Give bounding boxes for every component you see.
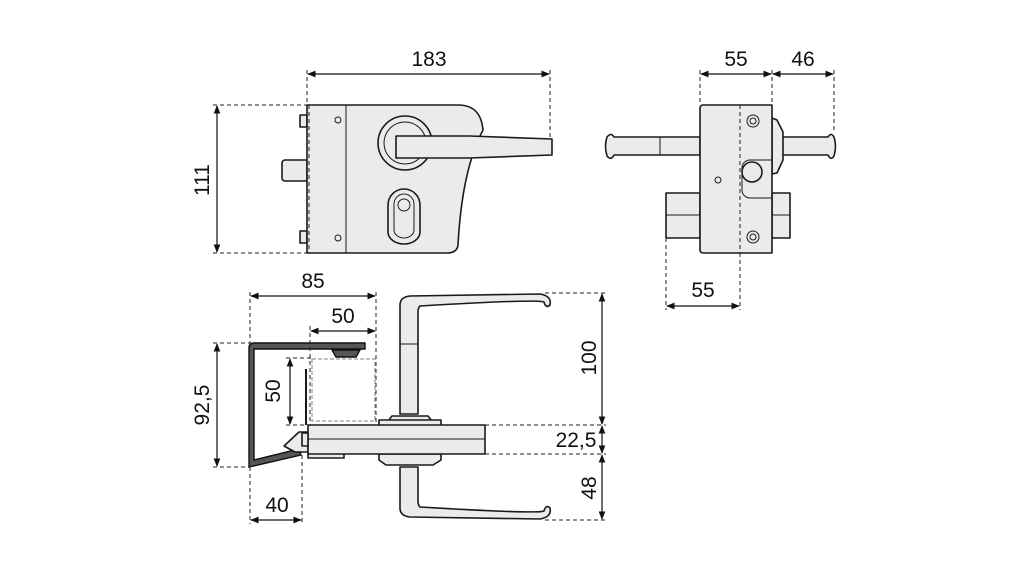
screw-icon [334, 116, 342, 124]
keyhole-icon [397, 198, 411, 212]
label-projection-46: 46 [791, 48, 814, 71]
screw-icon [334, 234, 342, 242]
label-handle-height-48: 48 [578, 476, 601, 499]
label-bracket-depth-92-5: 92,5 [191, 385, 214, 426]
bumper [330, 349, 362, 358]
post-outline [311, 358, 376, 422]
label-height-111: 111 [191, 164, 214, 196]
front-mount-tab-top [299, 114, 308, 128]
lock-body-side [699, 104, 773, 254]
label-post-depth-50: 50 [262, 379, 285, 402]
label-thickness-22-5: 22,5 [556, 429, 597, 452]
plan-view [248, 293, 552, 520]
upper-lever-handle [399, 293, 552, 415]
latch-bolt [281, 159, 308, 182]
side-cylinder [741, 161, 763, 183]
side-lever-left [604, 133, 701, 160]
label-handle-height-100: 100 [578, 340, 601, 375]
front-lever-handle [395, 135, 553, 159]
label-width-183: 183 [411, 48, 446, 71]
post-bracket [248, 342, 366, 468]
label-offset-40: 40 [265, 494, 288, 517]
label-body-depth-55: 55 [724, 48, 747, 71]
front-view [281, 104, 553, 254]
side-view [604, 104, 837, 254]
label-post-width-50: 50 [331, 305, 354, 328]
front-mount-tab-bottom [299, 230, 308, 244]
label-width-85: 85 [301, 270, 324, 293]
label-lock-depth-55: 55 [691, 279, 714, 302]
lower-lever-handle [399, 466, 552, 520]
side-lever-right [771, 133, 837, 160]
cylinder-escutcheon [387, 188, 421, 245]
